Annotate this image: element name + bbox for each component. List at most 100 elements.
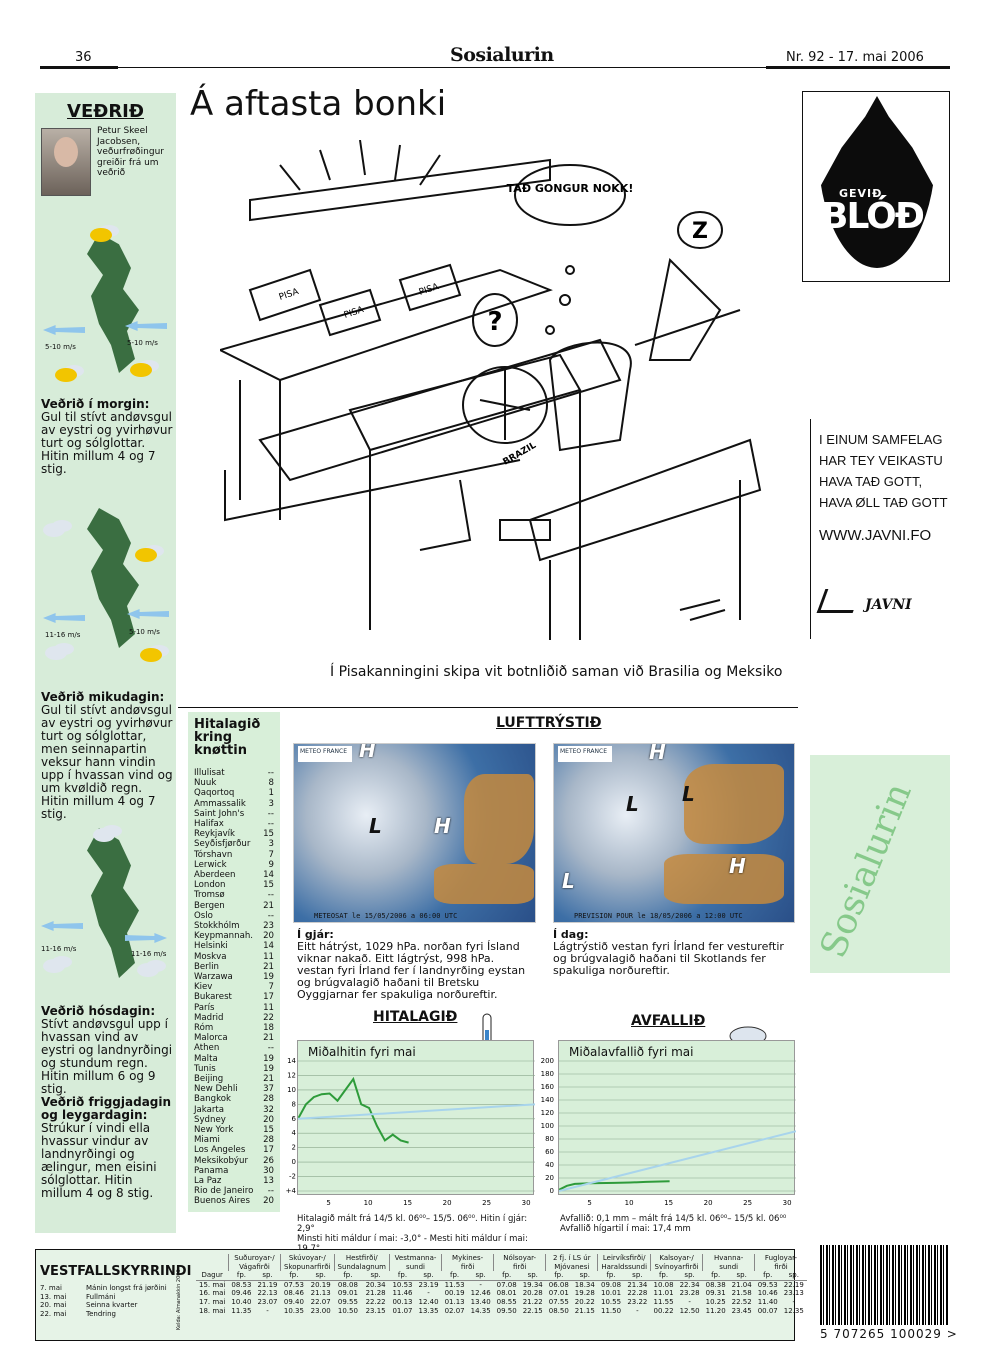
- city-temp: 17: [263, 1145, 274, 1156]
- table-cell: 10.35: [283, 1306, 304, 1315]
- forecaster-photo: [41, 128, 91, 196]
- table-cell: 08.53: [231, 1280, 252, 1289]
- temp-row: Halifax--: [194, 819, 274, 829]
- x-tick-label: 5: [326, 1199, 330, 1207]
- table-cell: 20.19: [310, 1280, 331, 1289]
- city-name: Ammassalik: [194, 798, 246, 809]
- table-cell: 17. mai: [199, 1297, 226, 1306]
- sun-cloud-icon: [130, 363, 152, 377]
- city-name: Moskva: [194, 951, 227, 962]
- city-temp: 11: [263, 951, 274, 962]
- table-cell: 11.53: [444, 1280, 465, 1289]
- table-cell: 00.07: [757, 1306, 778, 1315]
- tide-type: sp.: [788, 1271, 799, 1280]
- y-tick-label: 160: [541, 1083, 554, 1091]
- city-name: Sydney: [194, 1114, 226, 1125]
- city-temp: 30: [263, 1165, 274, 1176]
- javni-ad[interactable]: I EINUM SAMFELAG HAR TEY VEIKASTU HAVA T…: [810, 419, 950, 639]
- table-cell: 20.22: [574, 1297, 595, 1306]
- question-bubble-text: ?: [487, 307, 502, 337]
- city-temp: 19: [263, 1053, 274, 1064]
- ad-url[interactable]: WWW.JAVNI.FO: [819, 527, 932, 544]
- table-cell: 19.28: [574, 1289, 595, 1298]
- tide-type: sp.: [527, 1271, 538, 1280]
- temperature-chart: Miðalhitin fyri mai: [297, 1040, 535, 1195]
- y-tick-label: 12: [287, 1071, 296, 1079]
- city-name: Keypmannah.: [194, 931, 254, 942]
- blood-donation-ad[interactable]: GEVIÐ BLÓÐ: [802, 91, 950, 282]
- wind-arrow-icon: [125, 321, 167, 331]
- day-label: Dagur: [201, 1271, 223, 1280]
- moon-phase: Tendring: [86, 1309, 116, 1318]
- city-name: Bangkok: [194, 1094, 231, 1105]
- desc-text: Lágtrýstið vestan fyri Írland fer vestur…: [553, 940, 784, 977]
- issue-date: Nr. 92 - 17. mai 2006: [786, 50, 924, 65]
- tide-type: sp.: [315, 1271, 326, 1280]
- ad-text: GEVIÐ: [839, 187, 883, 200]
- table-cell: 09.01: [337, 1289, 358, 1298]
- wind-label: 5-10 m/s: [45, 343, 76, 351]
- wind-label: 11-16 m/s: [45, 631, 81, 639]
- tide-type: sp.: [632, 1271, 643, 1280]
- pressure-today: Í dag:Lágtrýstið vestan fyri Írland fer …: [553, 929, 798, 977]
- city-temp: 7: [268, 849, 274, 860]
- forecast-wednesday: Veðrið mikudagin:Gul til stívt andøvsgul…: [41, 691, 173, 821]
- city-temp: 37: [263, 1084, 274, 1095]
- barcode-number: 5 707265 100029 >: [820, 1327, 958, 1341]
- tide-type: fp.: [763, 1271, 773, 1280]
- table-cell: 02.07: [444, 1306, 465, 1315]
- sun-cloud-icon: [135, 548, 157, 562]
- table-cell: 10.25: [705, 1297, 726, 1306]
- meteo-logo: METEO FRANCE: [558, 746, 612, 762]
- table-cell: 07.01: [548, 1289, 569, 1298]
- city-name: Berlin: [194, 961, 219, 972]
- city-temp: 21: [263, 1033, 274, 1044]
- blood-drop-icon: [818, 96, 936, 268]
- city-temp: --: [267, 1186, 274, 1197]
- rain-note: Avfallið hígartil í mai: 17,4 mm: [560, 1224, 691, 1234]
- city-temp: 26: [263, 1155, 274, 1166]
- table-cell: 23.07: [257, 1297, 278, 1306]
- temp-row: Illulisat--: [194, 768, 274, 778]
- barcode: [820, 1245, 948, 1325]
- city-temp: 23: [263, 921, 274, 931]
- sleep-bubble-text: Z: [692, 219, 708, 244]
- table-cell: 22.28: [627, 1289, 648, 1298]
- cartoon: TAÐ GONGUR NOKK! ? Z PISA PISA PISA BRAZ…: [220, 140, 762, 640]
- tide-type: fp.: [606, 1271, 616, 1280]
- table-cell: 16. mai: [199, 1289, 226, 1298]
- x-tick-label: 30: [522, 1199, 531, 1207]
- city-name: Tromsø: [194, 890, 225, 901]
- cloud-icon: [43, 523, 65, 537]
- tide-type: sp.: [579, 1271, 590, 1280]
- x-tick-label: 15: [664, 1199, 673, 1207]
- table-cell: 01.13: [444, 1297, 465, 1306]
- temp-row: Oslo--: [194, 911, 274, 921]
- book-label: PISA: [343, 305, 366, 321]
- y-tick-label: 120: [541, 1109, 554, 1117]
- city-name: Kiev: [194, 982, 213, 993]
- tide-type: fp.: [450, 1271, 460, 1280]
- forecast-heading: Veðrið hósdagin:: [41, 1004, 156, 1018]
- low-pressure-label: L: [369, 814, 382, 838]
- desc-text: Eitt hátrýst, 1029 hPa. norðan fyri Ísla…: [297, 940, 526, 1001]
- table-cell: 13.35: [418, 1306, 439, 1315]
- table-cell: 10.08: [653, 1280, 674, 1289]
- table-cell: 20.34: [365, 1280, 386, 1289]
- header-rule: [40, 67, 950, 68]
- forecast-text: Gul til stívt andøvsgul av eystri og yvi…: [41, 410, 173, 476]
- temp-row: Athen--: [194, 1043, 274, 1053]
- tide-type: fp.: [502, 1271, 512, 1280]
- y-tick-label: 8: [292, 1100, 296, 1108]
- table-cell: -: [688, 1297, 691, 1306]
- rain-notes: Avfallið: 0,1 mm – mált frá 14/5 kl. 06⁰…: [560, 1214, 795, 1234]
- rain-cloud-icon: [137, 963, 159, 977]
